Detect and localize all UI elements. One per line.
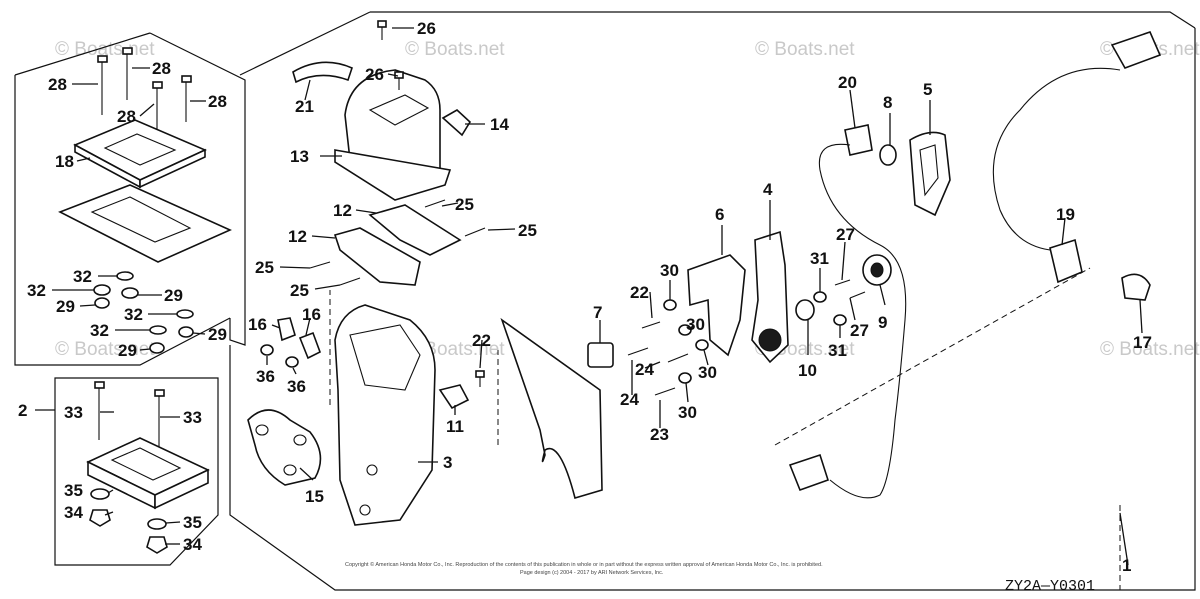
housing-13: [292, 20, 472, 201]
callout-32b: 32: [27, 281, 46, 300]
callout-20: 20: [838, 73, 857, 92]
callout-7: 7: [593, 303, 602, 322]
callout-24a: 24: [620, 390, 639, 409]
callout-35b: 35: [183, 513, 202, 532]
watermark: © Boats.net: [405, 39, 505, 60]
callout-34b: 34: [183, 535, 202, 554]
copyright-text-2: Page design (c) 2004 - 2017 by ARI Netwo…: [520, 570, 664, 576]
nuts-washers-29-32: [93, 271, 194, 354]
callout-34a: 34: [64, 503, 83, 522]
callout-19: 19: [1056, 205, 1075, 224]
diagram-code: ZY2A—Y0301: [1005, 578, 1095, 595]
callout-28b: 28: [152, 59, 171, 78]
callout-28d: 28: [208, 92, 227, 111]
watermark: © Boats.net: [755, 39, 855, 60]
callout-8: 8: [883, 93, 892, 112]
watermark: © Boats.net: [1100, 339, 1200, 360]
callout-17: 17: [1133, 333, 1152, 352]
callout-29c: 29: [208, 325, 227, 344]
callout-24b: 24: [635, 360, 654, 379]
callout-21: 21: [295, 97, 314, 116]
callout-10: 10: [798, 361, 817, 380]
callout-30a: 30: [660, 261, 679, 280]
switch-5-8-20: [844, 124, 951, 217]
callout-29d: 29: [118, 341, 137, 360]
brackets-12: [309, 199, 486, 286]
callout-23: 23: [650, 425, 669, 444]
plate-18: [58, 119, 232, 263]
callout-25c: 25: [255, 258, 274, 277]
boot-6: [687, 254, 746, 357]
callout-31a: 31: [810, 249, 829, 268]
callout-22b: 22: [472, 331, 491, 350]
callout-28a: 28: [48, 75, 67, 94]
callout-labels: 1 2 3 4 5 6 7 8 9 10 11 12 12 13 14 15 1…: [18, 19, 1152, 575]
watermark-layer: © Boats.net © Boats.net © Boats.net © Bo…: [55, 39, 1200, 360]
callout-5: 5: [923, 80, 932, 99]
callout-1: 1: [1122, 556, 1131, 575]
callout-31b: 31: [828, 341, 847, 360]
plate: [500, 317, 603, 500]
callout-9: 9: [878, 313, 887, 332]
watermark: © Boats.net: [55, 339, 155, 360]
gasket-15: [247, 409, 322, 486]
lever-4: [751, 230, 789, 364]
sub-assembly-2-frame: [54, 377, 219, 566]
callout-25d: 25: [290, 281, 309, 300]
small-hardware: [627, 299, 709, 396]
callout-12b: 12: [288, 227, 307, 246]
callout-3: 3: [443, 453, 452, 472]
callout-14: 14: [490, 115, 509, 134]
callout-32a: 32: [73, 267, 92, 286]
callout-6: 6: [715, 205, 724, 224]
callout-15: 15: [305, 487, 324, 506]
clips-16: [260, 317, 321, 368]
housing-3: [334, 304, 485, 526]
callout-22a: 22: [630, 283, 649, 302]
callout-2: 2: [18, 401, 27, 420]
callout-33b: 33: [183, 408, 202, 427]
callout-29a: 29: [164, 286, 183, 305]
assembly-frame: [14, 11, 1196, 591]
leader-lines: [35, 27, 1143, 566]
callout-12a: 12: [333, 201, 352, 220]
callout-13: 13: [290, 147, 309, 166]
callout-4: 4: [763, 180, 773, 199]
callout-26a: 26: [417, 19, 436, 38]
callout-30d: 30: [678, 403, 697, 422]
callout-33a: 33: [64, 403, 83, 422]
callout-28c: 28: [117, 107, 136, 126]
spacer-2: [86, 381, 210, 554]
callout-32c: 32: [124, 305, 143, 324]
callout-27a: 27: [836, 225, 855, 244]
callout-30c: 30: [698, 363, 717, 382]
callout-18: 18: [55, 152, 74, 171]
callout-26b: 26: [365, 65, 384, 84]
cap-7: [587, 342, 614, 368]
callout-27b: 27: [850, 321, 869, 340]
copyright-text: Copyright © American Honda Motor Co., In…: [345, 561, 823, 568]
bolts-28: [97, 47, 192, 132]
callout-25b: 25: [518, 221, 537, 240]
callout-11: 11: [446, 417, 464, 436]
callout-32d: 32: [90, 321, 109, 340]
callout-30b: 30: [686, 315, 705, 334]
callout-16b: 16: [302, 305, 321, 324]
callout-36a: 36: [256, 367, 275, 386]
callout-35a: 35: [64, 481, 83, 500]
callout-25a: 25: [455, 195, 474, 214]
callout-16a: 16: [248, 315, 267, 334]
hardware-9-10-27-31: [795, 254, 892, 326]
callout-29b: 29: [56, 297, 75, 316]
callout-36b: 36: [287, 377, 306, 396]
harness-1-19: [788, 31, 1162, 499]
